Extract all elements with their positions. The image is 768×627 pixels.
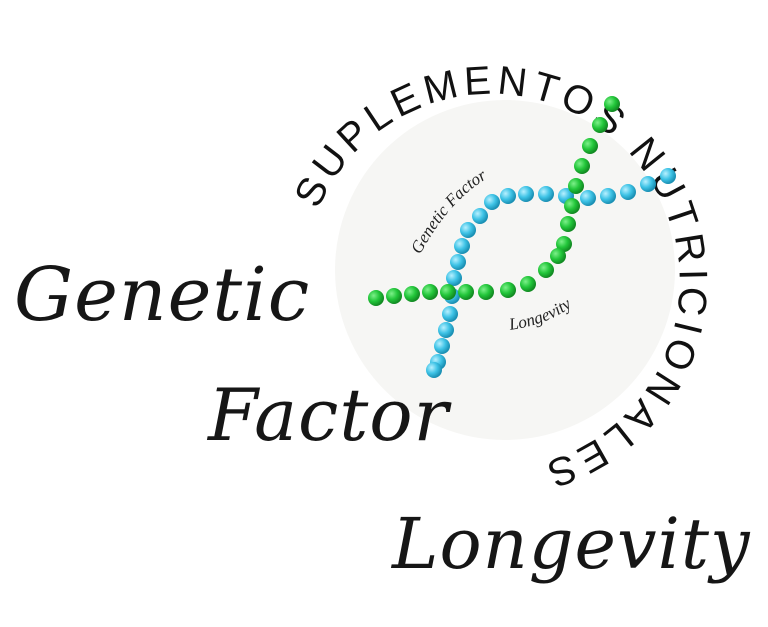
dna-blue-bead	[438, 322, 454, 338]
dna-blue-bead	[518, 186, 534, 202]
dna-blue-bead	[454, 238, 470, 254]
dna-green-bead	[556, 236, 572, 252]
dna-green-bead	[550, 248, 566, 264]
dna-green-bead	[604, 96, 620, 112]
logo-circle-background	[335, 100, 675, 440]
dna-blue-bead	[640, 176, 656, 192]
dna-green-bead	[458, 284, 474, 300]
script-word-genetic: Genetic	[14, 252, 310, 338]
dna-green-bead	[564, 198, 580, 214]
dna-blue-bead	[472, 208, 488, 224]
dna-green-bead	[520, 276, 536, 292]
dna-blue-bead	[426, 362, 442, 378]
dna-green-bead	[582, 138, 598, 154]
dna-green-bead	[574, 158, 590, 174]
dna-green-bead	[440, 284, 456, 300]
dna-blue-bead	[660, 168, 676, 184]
script-word-factor: Factor	[206, 373, 452, 457]
dna-green-bead	[422, 284, 438, 300]
dna-green-bead	[560, 216, 576, 232]
dna-double-helix-icon	[368, 96, 676, 378]
dna-blue-bead	[434, 338, 450, 354]
dna-green-bead	[478, 284, 494, 300]
dna-green-bead	[500, 282, 516, 298]
dna-blue-bead	[446, 270, 462, 286]
dna-green-bead	[538, 262, 554, 278]
dna-blue-bead	[600, 188, 616, 204]
dna-blue-bead	[450, 254, 466, 270]
dna-blue-bead	[538, 186, 554, 202]
dna-blue-bead	[580, 190, 596, 206]
dna-blue-bead	[620, 184, 636, 200]
dna-blue-bead	[442, 306, 458, 322]
dna-blue-bead	[500, 188, 516, 204]
dna-green-bead	[568, 178, 584, 194]
script-word-longevity: Longevity	[390, 503, 751, 585]
dna-blue-bead	[484, 194, 500, 210]
dna-green-bead	[368, 290, 384, 306]
dna-green-bead	[404, 286, 420, 302]
dna-green-bead	[592, 117, 608, 133]
dna-green-bead	[386, 288, 402, 304]
dna-blue-bead	[460, 222, 476, 238]
